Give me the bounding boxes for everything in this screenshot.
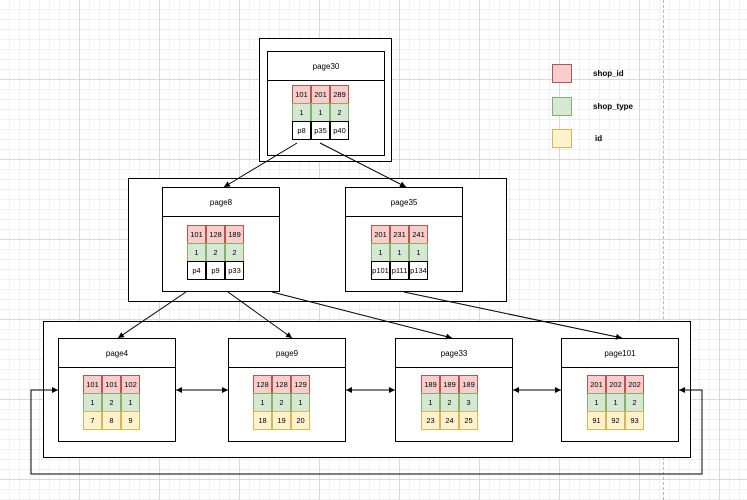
id-cell: 19	[272, 411, 291, 430]
key-grid: 201 231 241 1 1 1 p101 p111 p134	[371, 225, 428, 280]
key-grid: 201 202 202 1 1 2 91 92 93	[587, 375, 644, 430]
legend-id-label: id	[595, 134, 603, 143]
page-title: page35	[346, 188, 462, 217]
pointer-cell: p33	[225, 261, 244, 280]
shop-type-cell: 1	[311, 103, 330, 122]
key-grid: 101 128 189 1 2 2 p4 p9 p33	[187, 225, 244, 280]
legend-shop-type-swatch	[552, 97, 572, 116]
shop-id-cell: 101	[292, 85, 311, 104]
root-page: page30 101 201 289 1 1 2 p8 p35 p40	[267, 51, 385, 156]
page-title: page8	[163, 188, 279, 217]
pointer-cell: p9	[206, 261, 225, 280]
id-cell: 8	[102, 411, 121, 430]
pointer-cell: p35	[311, 121, 330, 140]
page-title: page30	[268, 52, 384, 81]
internal-page: page8 101 128 189 1 2 2 p4 p9 p33	[162, 187, 280, 292]
id-cell: 93	[625, 411, 644, 430]
shop-type-cell: 1	[187, 243, 206, 262]
internal-page: page35 201 231 241 1 1 1 p101 p111 p134	[345, 187, 463, 292]
id-cell: 24	[440, 411, 459, 430]
pointer-arrow-p35	[319, 142, 407, 188]
pointer-cell: p101	[371, 261, 390, 280]
page-title: page101	[562, 339, 678, 368]
id-cell: 18	[253, 411, 272, 430]
wrap-link-left-to-right	[30, 387, 703, 475]
shop-type-cell: 1	[371, 243, 390, 262]
legend-shop-id-swatch	[552, 64, 572, 83]
legend-id-swatch	[552, 129, 572, 148]
id-cell: 25	[459, 411, 478, 430]
pointer-arrow-p101	[403, 291, 623, 340]
pointer-cell: p8	[292, 121, 311, 140]
pointer-cell: p4	[187, 261, 206, 280]
legend-shop-id-label: shop_id	[593, 69, 624, 78]
legend-shop-type-label: shop_type	[593, 102, 634, 111]
pointer-arrow-p4	[117, 291, 187, 339]
id-cell: 92	[606, 411, 625, 430]
pointer-cell: p111	[390, 261, 409, 280]
id-cell: 23	[421, 411, 440, 430]
pointer-arrow-p33	[271, 291, 453, 340]
pointer-cell: p40	[330, 121, 349, 140]
id-cell: 20	[291, 411, 310, 430]
id-cell: 7	[83, 411, 102, 430]
guide-line	[663, 0, 664, 500]
page-title: page9	[229, 339, 345, 368]
leaf-page: page4 101 101 102 1 2 1 7 8 9	[58, 338, 176, 442]
id-cell: 9	[121, 411, 140, 430]
pointer-arrow-p9	[227, 291, 293, 339]
pointer-arrow-p8	[223, 142, 298, 188]
pointer-cell: p134	[409, 261, 428, 280]
key-grid: 189 189 189 1 2 3 23 24 25	[421, 375, 478, 430]
key-grid: 101 201 289 1 1 2 p8 p35 p40	[292, 85, 349, 140]
id-cell: 91	[587, 411, 606, 430]
page-title: page33	[396, 339, 512, 368]
page-title: page4	[59, 339, 175, 368]
